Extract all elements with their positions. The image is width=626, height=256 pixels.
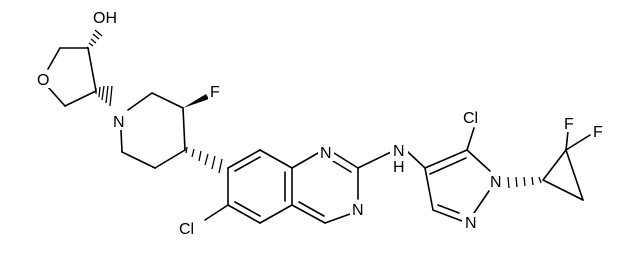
bond-pz-n2-c3 xyxy=(432,209,463,222)
bond-thf-c3-c4 xyxy=(87,47,97,92)
label-pyrazole-n1: N xyxy=(490,174,502,191)
bond-q-c7-c8 xyxy=(227,149,261,169)
bond-pz-c4-c5-inner xyxy=(429,157,467,175)
label-fluorine-piperidine: F xyxy=(210,84,220,101)
atom-labels: OH O N F N N Cl N H Cl N N F F xyxy=(35,6,605,238)
hashed-bond-thf-oh xyxy=(86,29,103,50)
bond-q-c6-cl xyxy=(204,204,229,221)
bond-pip-n-c2 xyxy=(127,92,153,111)
bond-q-n1-c2 xyxy=(333,152,359,169)
bond-thf-c-o xyxy=(47,86,66,107)
bond-thf-c4-c xyxy=(64,90,97,107)
bond-cp-c1-c2 xyxy=(542,149,567,181)
bond-q-c2-nh xyxy=(357,151,392,169)
bond-pip-c2-c3 xyxy=(151,92,184,109)
bond-q-c4a-c5 xyxy=(259,204,293,224)
label-pyrazole-n2: N xyxy=(465,215,477,232)
bond-pz-c5-cl xyxy=(466,127,475,151)
bond-pip-c6-n xyxy=(120,129,123,153)
bond-q-c8-c8a xyxy=(259,149,293,169)
bond-pz-n2-c3-inner xyxy=(437,204,460,214)
label-amine-hydrogen: H xyxy=(393,159,405,176)
hashed-bond-cp-npz xyxy=(507,176,542,189)
label-quinazoline-n1: N xyxy=(320,145,332,162)
bond-q-c4-c4a-inner xyxy=(298,201,325,217)
label-ring-oxygen: O xyxy=(37,72,49,89)
wedge-bond-pip-f xyxy=(183,94,209,108)
bonds xyxy=(47,47,591,224)
bond-cp-c2-f1 xyxy=(565,130,569,151)
bond-pz-c4-c5 xyxy=(424,149,468,169)
hashed-bond-pip-quinazoline xyxy=(185,146,223,174)
label-chlorine-quinazoline: Cl xyxy=(179,221,194,238)
bond-pip-c5-c6 xyxy=(121,151,156,169)
bond-pz-n1-n2 xyxy=(473,190,490,214)
bond-q-c4-c4a xyxy=(291,204,326,224)
label-amine-nitrogen: N xyxy=(393,143,405,160)
bond-q-c5-c6 xyxy=(227,204,261,224)
bond-pip-c4-c5 xyxy=(154,149,186,169)
bond-q-n1-c2-inner xyxy=(332,160,352,173)
label-piperidine-nitrogen: N xyxy=(113,114,125,131)
bond-q-c5-c6-inner xyxy=(234,201,261,217)
bond-pip-c3-c4 xyxy=(182,107,186,151)
label-fluorine-cyclopropane-1: F xyxy=(564,116,574,133)
stereo-bonds xyxy=(86,29,542,189)
bond-q-c7-c8-inner xyxy=(234,156,261,172)
bond-nh-pz-c4 xyxy=(407,151,426,169)
bond-pz-c3-c4 xyxy=(424,167,434,211)
bond-thf-o-c xyxy=(47,47,61,70)
bond-cp-c2-c3 xyxy=(565,149,584,201)
hashed-bond-thf-npip xyxy=(95,85,113,107)
bond-cp-c2-f2 xyxy=(565,134,591,151)
label-fluorine-cyclopropane-2: F xyxy=(593,124,603,141)
bond-cp-c3-c1 xyxy=(542,179,584,201)
label-chlorine-pyrazole: Cl xyxy=(463,110,478,127)
bond-q-n3-c4 xyxy=(324,213,351,224)
label-hydroxyl: OH xyxy=(93,10,117,27)
bond-q-c8a-n1 xyxy=(291,152,319,169)
label-quinazoline-n3: N xyxy=(352,202,364,219)
bond-pz-c5-n1 xyxy=(466,149,491,172)
